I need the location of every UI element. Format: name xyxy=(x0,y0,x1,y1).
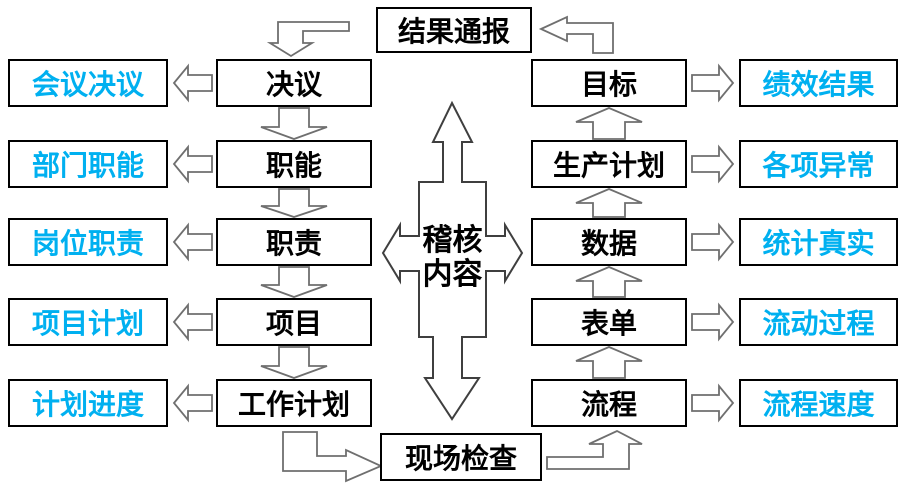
right-arrow xyxy=(691,222,735,262)
audit-item-box: 流程速度 xyxy=(739,379,898,427)
center-label: 稽核 内容 xyxy=(405,224,500,292)
quad-arrow xyxy=(381,100,524,421)
audit-item-box: 会议决议 xyxy=(8,59,168,107)
category-box: 决议 xyxy=(216,59,372,107)
category-box: 工作计划 xyxy=(216,379,372,427)
right-arrow xyxy=(691,383,735,423)
audit-item-box: 统计真实 xyxy=(739,218,898,266)
category-box: 职责 xyxy=(216,218,372,266)
up-arrow xyxy=(575,107,643,140)
right-arrow xyxy=(691,63,735,103)
bent-arrow-top-left xyxy=(266,21,350,58)
audit-item-box: 绩效结果 xyxy=(739,59,898,107)
up-arrow xyxy=(575,188,643,218)
up-arrow xyxy=(575,266,643,298)
bent-arrow-top-right xyxy=(538,15,614,54)
category-box: 生产计划 xyxy=(531,140,687,188)
down-arrow xyxy=(260,266,328,298)
left-arrow xyxy=(172,63,213,103)
center-label-line1: 稽核 xyxy=(422,224,483,257)
bent-arrow-bottom-left xyxy=(282,431,384,483)
bent-arrow-bottom-right xyxy=(546,429,643,470)
category-box: 流程 xyxy=(531,379,687,427)
down-arrow xyxy=(260,107,328,140)
category-box: 表单 xyxy=(531,298,687,346)
category-box: 数据 xyxy=(531,218,687,266)
audit-item-box: 流动过程 xyxy=(739,298,898,346)
right-arrow xyxy=(691,144,735,184)
category-box: 项目 xyxy=(216,298,372,346)
left-arrow xyxy=(172,144,213,184)
audit-item-box: 部门职能 xyxy=(8,140,168,188)
audit-item-box: 岗位职责 xyxy=(8,218,168,266)
result-report-node: 结果通报 xyxy=(376,7,532,53)
audit-item-box: 各项异常 xyxy=(739,140,898,188)
left-arrow xyxy=(172,302,213,342)
category-box: 职能 xyxy=(216,140,372,188)
center-label-line2: 内容 xyxy=(422,258,483,291)
left-arrow xyxy=(172,222,213,262)
down-arrow xyxy=(260,346,328,379)
right-arrow xyxy=(691,302,735,342)
audit-item-box: 计划进度 xyxy=(8,379,168,427)
left-arrow xyxy=(172,383,213,423)
down-arrow xyxy=(260,188,328,218)
audit-item-box: 项目计划 xyxy=(8,298,168,346)
site-inspection-node: 现场检查 xyxy=(380,433,542,481)
category-box: 目标 xyxy=(531,59,687,107)
up-arrow xyxy=(575,346,643,379)
